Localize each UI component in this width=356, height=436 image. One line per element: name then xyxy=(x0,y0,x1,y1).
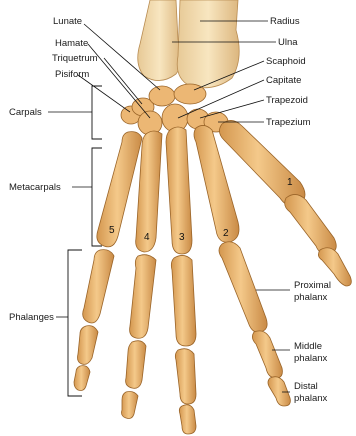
label-distal-phalanx-line2: phalanx xyxy=(294,393,328,404)
leader-trapezoid xyxy=(200,100,264,118)
digit-number-1: 1 xyxy=(287,177,293,188)
digit-number-5: 5 xyxy=(109,225,115,236)
label-ulna: Ulna xyxy=(278,37,298,48)
middle-distal-phalanx xyxy=(179,405,196,434)
ring-middle-phalanx xyxy=(126,341,146,389)
radius-bone xyxy=(177,0,239,88)
carpals-bracket xyxy=(92,86,102,139)
label-phalanges: Phalanges xyxy=(9,312,54,323)
label-metacarpals: Metacarpals xyxy=(9,182,61,193)
label-lunate: Lunate xyxy=(53,16,82,27)
label-pisiform: Pisiform xyxy=(55,69,89,80)
label-scaphoid: Scaphoid xyxy=(266,56,306,67)
label-middle-phalanx-line1: Middle xyxy=(294,341,322,352)
ring-proximal-phalanx xyxy=(130,255,156,339)
ulna-bone xyxy=(138,0,182,81)
digit-number-3: 3 xyxy=(179,232,185,243)
label-trapezoid: Trapezoid xyxy=(266,95,308,106)
little-proximal-phalanx xyxy=(83,250,114,323)
label-carpals: Carpals xyxy=(9,107,42,118)
index-middle-phalanx xyxy=(252,331,282,378)
digit-number-4: 4 xyxy=(144,232,150,243)
label-trapezium: Trapezium xyxy=(266,117,311,128)
forearm-bones xyxy=(138,0,239,88)
ring-distal-phalanx xyxy=(122,392,139,419)
label-middle-phalanx-line2: phalanx xyxy=(294,353,328,364)
thumb-proximal-phalanx xyxy=(285,194,337,254)
digit-number-2: 2 xyxy=(223,228,229,239)
label-proximal-phalanx-line2: phalanx xyxy=(294,292,328,303)
label-proximal-phalanx-line1: Proximal xyxy=(294,280,331,291)
metacarpal-5 xyxy=(97,132,142,247)
middle-proximal-phalanx xyxy=(171,255,196,346)
index-distal-phalanx xyxy=(268,377,290,406)
metacarpal-1 xyxy=(219,120,305,206)
label-distal-phalanx-line1: Distal xyxy=(294,381,318,392)
little-distal-phalanx xyxy=(74,366,90,391)
index-proximal-phalanx xyxy=(219,242,267,333)
middle-finger-bones xyxy=(166,127,196,434)
label-radius: Radius xyxy=(270,16,300,27)
label-triquetrum: Triquetrum xyxy=(52,53,98,64)
label-hamate: Hamate xyxy=(55,38,88,49)
little-middle-phalanx xyxy=(78,326,99,365)
middle-middle-phalanx xyxy=(175,349,196,404)
label-capitate: Capitate xyxy=(266,75,301,86)
lunate-bone xyxy=(149,86,175,106)
